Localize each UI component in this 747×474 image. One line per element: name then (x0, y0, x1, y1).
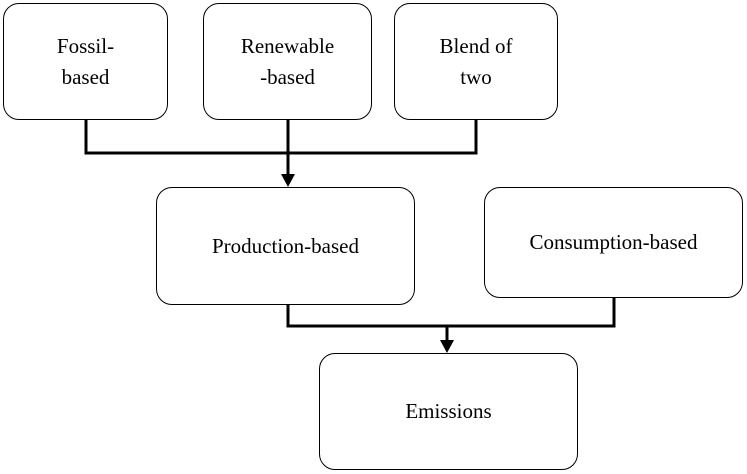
node-renewable-based: Renewable -based (203, 3, 372, 120)
edge-consumption (447, 298, 616, 328)
node-production-label: Production-based (212, 233, 359, 258)
node-fossil-based: Fossil- based (3, 3, 168, 120)
node-production-based: Production-based (156, 187, 415, 305)
node-blend-line1: Blend of (439, 34, 513, 59)
node-renewable-line1: Renewable (240, 34, 335, 59)
node-blend-line2: two (460, 64, 492, 89)
arrowhead-emissions (440, 340, 454, 353)
node-emissions-label: Emissions (405, 399, 492, 424)
node-renewable-line2: -based (260, 64, 315, 89)
node-consumption-label: Consumption-based (529, 230, 698, 255)
edge-fossil (84, 120, 288, 155)
node-blend-of-two: Blend of two (394, 3, 558, 120)
edge-production (286, 305, 447, 328)
node-fossil-line1: Fossil- (56, 34, 115, 59)
edge-blend (288, 120, 478, 155)
node-emissions: Emissions (319, 353, 578, 470)
arrowhead-production (281, 174, 295, 187)
node-consumption-based: Consumption-based (484, 187, 743, 298)
node-fossil-line2: based (61, 64, 110, 89)
